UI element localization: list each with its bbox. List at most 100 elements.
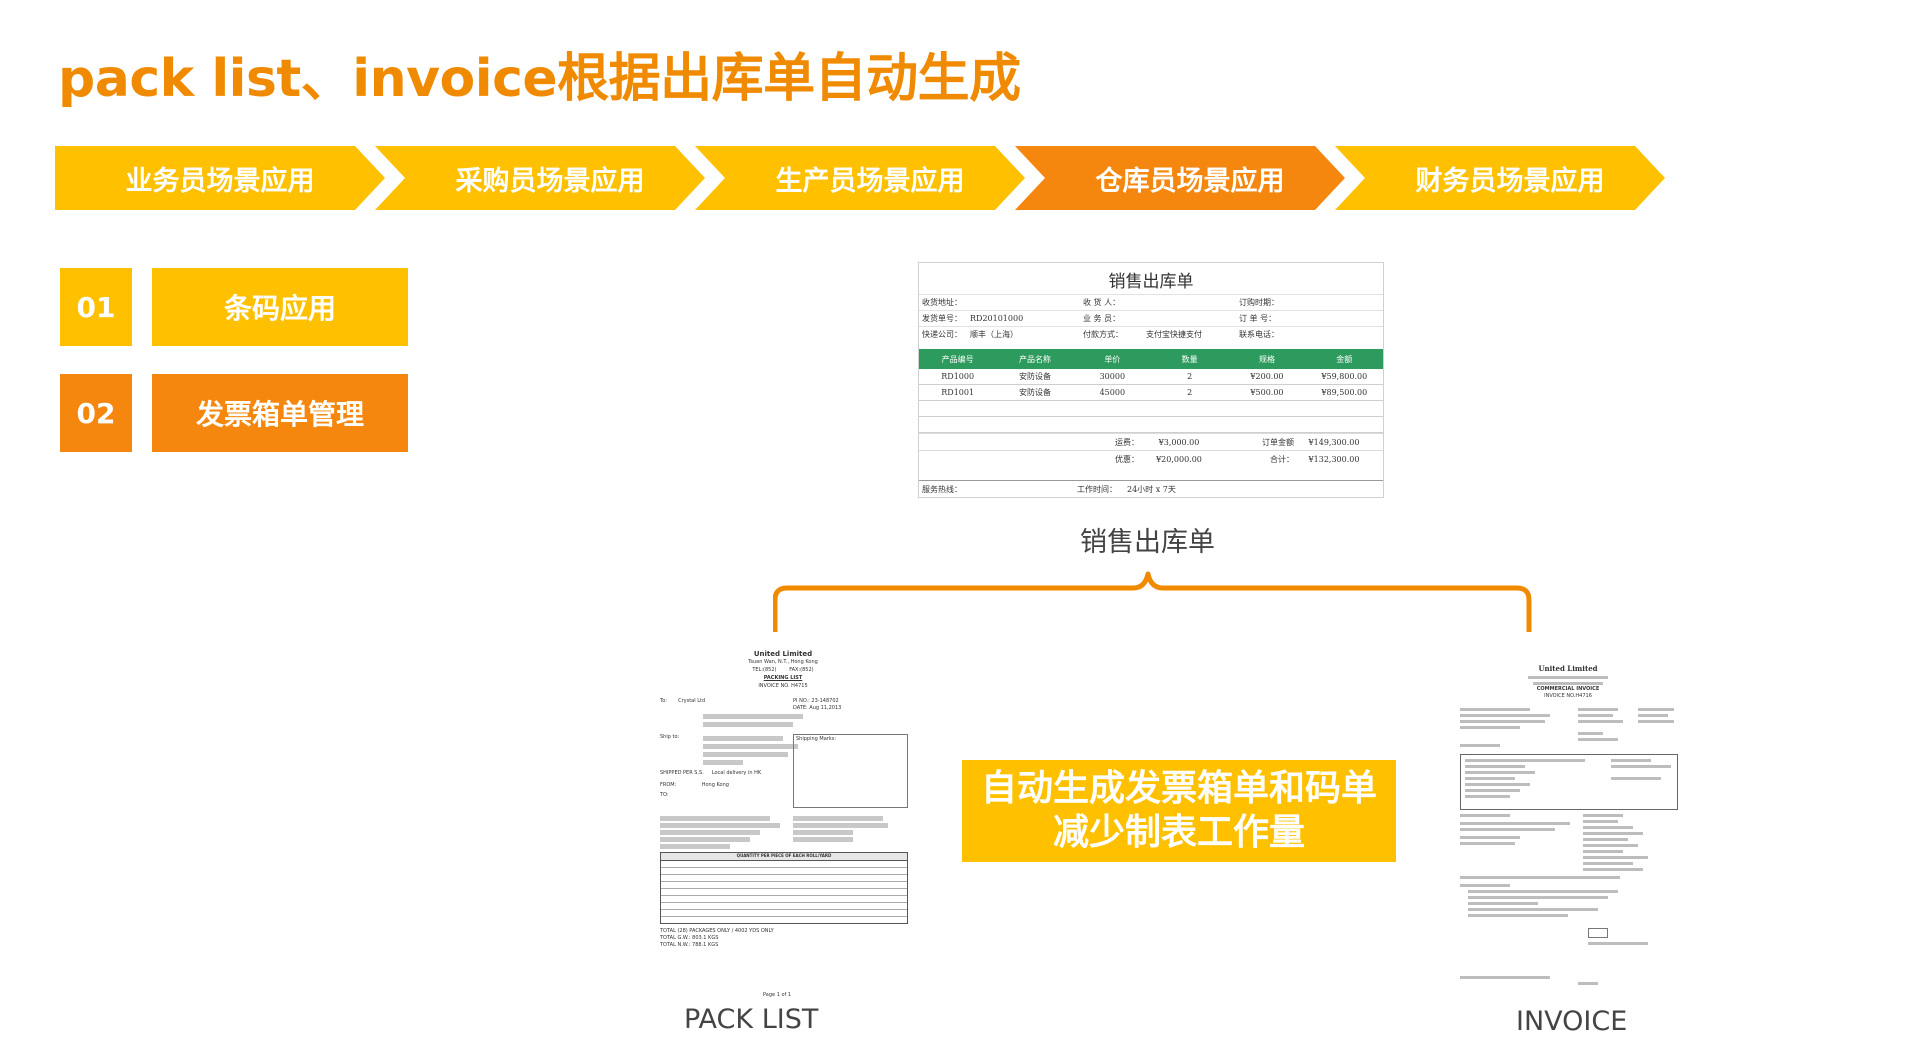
flow-step-warehouse[interactable]: 仓库员场景应用 xyxy=(1015,146,1345,210)
summary-value: ¥149,300.00 xyxy=(1308,437,1360,447)
column-header: 单价 xyxy=(1104,354,1121,364)
summary-value: ¥132,300.00 xyxy=(1308,454,1360,464)
info-label: 订 单 号： xyxy=(1239,314,1277,323)
summary-row: 运费： ¥3,000.00 订单金额 ¥149,300.00 xyxy=(919,433,1383,450)
info-label: 业 务 员： xyxy=(1083,314,1121,323)
total-net-weight: TOTAL N.W.: 788.1 KGS xyxy=(660,942,719,948)
pack-from: FROM: Hong Kong xyxy=(660,782,729,788)
table-cell: 45000 xyxy=(1099,388,1126,397)
flow-step-label: 业务员场景应用 xyxy=(125,165,315,197)
pack-tel: TEL:(852) xyxy=(752,667,777,673)
menu-item-label: 条码应用 xyxy=(152,268,408,346)
work-hours-value: 24小时 x 7天 xyxy=(1127,484,1176,494)
table-row-empty xyxy=(919,401,1383,417)
info-label: 收货地址： xyxy=(922,298,962,307)
invoice-document: United Limited COMMERCIAL INVOICE INVOIC… xyxy=(1458,664,1678,994)
shipping-marks-box: Shipping Marks: xyxy=(793,734,908,808)
column-header: 产品编号 xyxy=(941,354,974,364)
info-label: 付款方式： xyxy=(1083,330,1123,339)
column-header: 规格 xyxy=(1258,354,1275,364)
table-cell: ¥59,800.00 xyxy=(1321,372,1368,381)
column-header: 金额 xyxy=(1336,354,1353,364)
pack-contact: TEL:(852) FAX:(852) xyxy=(658,666,908,674)
flow-step-label: 生产员场景应用 xyxy=(775,165,965,197)
sheet-table-header: 产品编号 产品名称 单价 数量 规格 金额 xyxy=(919,349,1383,369)
invoice-company: United Limited xyxy=(1538,664,1598,673)
pack-to-block: To: Crystal Ltd xyxy=(660,698,705,705)
info-label: 联系电话： xyxy=(1239,330,1279,339)
pack-date-label: DATE: xyxy=(793,705,808,711)
pack-quantity-table: QUANTITY PER PIECE OF EACH ROLL/YARD xyxy=(660,852,908,924)
summary-value: ¥20,000.00 xyxy=(1156,454,1202,464)
pack-date-value: Aug 11,2013 xyxy=(809,705,842,711)
sheet-title: 销售出库单 xyxy=(1108,272,1194,292)
summary-label: 运费： xyxy=(1115,437,1139,447)
table-row: RD1000 安防设备 30000 2 ¥200.00 ¥59,800.00 xyxy=(919,369,1383,385)
pack-pi-block: PI NO.: 23-148702 DATE: Aug 11,2013 xyxy=(793,698,841,712)
summary-value: ¥3,000.00 xyxy=(1158,437,1200,447)
flow-step-label: 采购员场景应用 xyxy=(455,165,645,197)
info-row: 快递公司： 顺丰（上海） 付款方式： 支付宝快捷支付 联系电话： xyxy=(919,326,1383,342)
pack-to-label: To: xyxy=(660,698,667,704)
flow-step-salesperson[interactable]: 业务员场景应用 xyxy=(55,146,385,210)
flow-step-production[interactable]: 生产员场景应用 xyxy=(695,146,1025,210)
info-label: 订购时期： xyxy=(1239,298,1279,307)
invoice-caption: INVOICE xyxy=(1516,1006,1628,1037)
sales-outbound-sheet: 销售出库单 收货地址： 收 货 人： 订购时期： 发货单号： RD2010100… xyxy=(918,262,1384,498)
page-title: pack list、invoice根据出库单自动生成 xyxy=(58,49,1021,109)
info-row: 收货地址： 收 货 人： 订购时期： xyxy=(919,294,1383,310)
total-packages: TOTAL (28) PACKAGES ONLY / 4002 YDS ONLY xyxy=(660,928,774,934)
table-cell: 30000 xyxy=(1099,372,1126,381)
flow-step-finance[interactable]: 财务员场景应用 xyxy=(1335,146,1665,210)
total-gross-weight: TOTAL G.W.: 803.1 KGS xyxy=(660,935,719,941)
info-label: 收 货 人： xyxy=(1083,298,1121,307)
sheet-footer: 服务热线： 工作时间： 24小时 x 7天 xyxy=(919,480,1383,497)
table-cell: 2 xyxy=(1187,372,1193,381)
summary-label: 优惠： xyxy=(1115,454,1139,464)
sheet-summary: 运费： ¥3,000.00 订单金额 ¥149,300.00 优惠： ¥20,0… xyxy=(919,433,1383,467)
pack-fax: FAX:(852) xyxy=(789,667,814,673)
flow-step-purchaser[interactable]: 采购员场景应用 xyxy=(375,146,705,210)
menu-item-label: 发票箱单管理 xyxy=(152,374,408,452)
table-cell: 2 xyxy=(1187,388,1193,397)
column-header: 产品名称 xyxy=(1018,354,1051,364)
shipped-per-label: SHIPPED PER S.S. xyxy=(660,770,704,776)
service-hotline-label: 服务热线： xyxy=(922,484,962,494)
callout-line-1: 自动生成发票箱单和码单 xyxy=(980,768,1377,809)
table-cell: 安防设备 xyxy=(1018,372,1051,381)
pack-list-document: United Limited Tsuen Wan, N.T., Hong Kon… xyxy=(658,646,908,1004)
from-label: FROM: xyxy=(660,782,677,788)
pack-ship-to: Ship to: xyxy=(660,734,680,740)
pack-doc-title: PACKING LIST xyxy=(763,675,803,681)
role-process-flow: 业务员场景应用 采购员场景应用 生产员场景应用 仓库员场景应用 财务员场景应用 xyxy=(55,146,1675,210)
table-cell: ¥89,500.00 xyxy=(1321,388,1368,397)
pack-pi-label: PI NO.: xyxy=(793,698,810,704)
summary-label: 合计： xyxy=(1270,454,1294,464)
work-hours-label: 工作时间： xyxy=(1077,484,1117,494)
menu-item-number: 02 xyxy=(60,374,132,452)
invoice-items-table xyxy=(1460,754,1678,810)
shipped-per-value: Local delivery in HK xyxy=(711,770,762,776)
table-row: RD1001 安防设备 45000 2 ¥500.00 ¥89,500.00 xyxy=(919,385,1383,401)
info-row: 发货单号： RD20101000 业 务 员： 订 单 号： xyxy=(919,310,1383,326)
table-row-empty xyxy=(919,417,1383,433)
sheet-table-body: RD1000 安防设备 30000 2 ¥200.00 ¥59,800.00 R… xyxy=(919,369,1383,433)
info-label: 发货单号： xyxy=(922,314,962,323)
table-cell: RD1000 xyxy=(941,372,975,381)
column-header: 数量 xyxy=(1181,354,1198,364)
from-value: Hong Kong xyxy=(701,782,729,788)
table-cell: 安防设备 xyxy=(1018,388,1051,397)
pack-invoice-no: INVOICE NO. H4715 xyxy=(758,683,808,689)
info-value: 顺丰（上海） xyxy=(970,330,1018,339)
info-label: 快递公司： xyxy=(922,330,962,339)
table-cell: ¥500.00 xyxy=(1250,388,1284,397)
summary-row: 优惠： ¥20,000.00 合计： ¥132,300.00 xyxy=(919,450,1383,467)
invoice-number: INVOICE NO.H4716 xyxy=(1544,693,1592,699)
pack-totals: TOTAL (28) PACKAGES ONLY / 4002 YDS ONLY… xyxy=(660,928,774,949)
pack-company: United Limited xyxy=(753,650,813,658)
pack-to2: TO: xyxy=(660,792,669,798)
pack-pi-value: 23-148702 xyxy=(811,698,839,704)
menu-item-number: 01 xyxy=(60,268,132,346)
auto-generate-callout: 自动生成发票箱单和码单 减少制表工作量 xyxy=(962,760,1396,862)
pack-table-title: QUANTITY PER PIECE OF EACH ROLL/YARD xyxy=(661,853,907,861)
